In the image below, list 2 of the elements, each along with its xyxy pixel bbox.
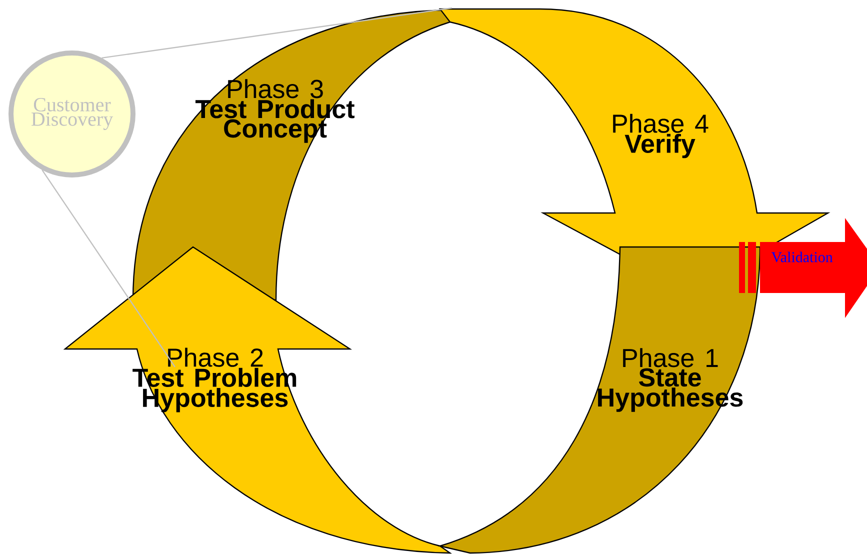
- zoom-line: [102, 7, 452, 59]
- zoom-line: [42, 170, 176, 368]
